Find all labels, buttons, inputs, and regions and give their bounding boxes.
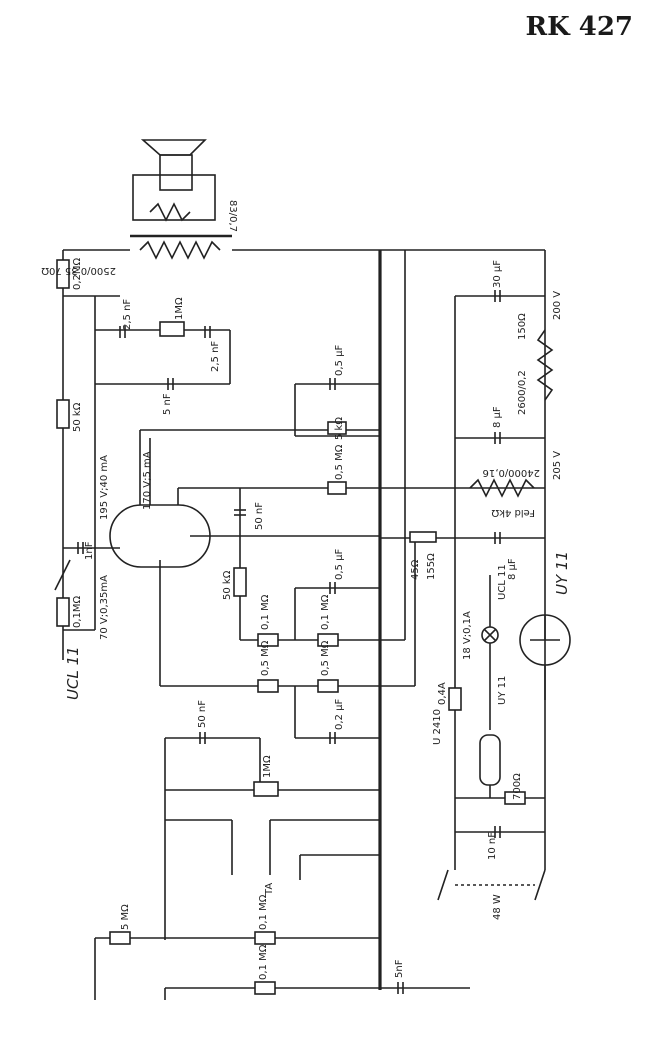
label-r-01M-d: 0,1 MΩ (258, 944, 269, 980)
pot-1M-low (253, 781, 279, 797)
resistor-02M (56, 259, 70, 289)
label-c-25a: 2,5 nF (122, 299, 133, 330)
label-r-5k: 5 kΩ (334, 417, 345, 440)
resistor-01M-b (317, 633, 339, 647)
label-c-5n: 5 nF (162, 393, 173, 415)
resistor-01M-switch (56, 597, 70, 627)
label-v70: 70 V;0,35mA (99, 575, 110, 640)
resistor-01M-c (254, 931, 276, 945)
label-r-50k-b: 50 kΩ (222, 570, 233, 600)
label-uy11-small: UY 11 (497, 676, 508, 705)
label-r-01M-switch: 0,1MΩ (72, 595, 83, 628)
label-v205: 205 V (552, 451, 563, 480)
label-tube-main: UCL 11 (64, 646, 82, 700)
label-pot-1M-low: 1MΩ (262, 755, 273, 778)
resistor-45-155 (409, 531, 437, 543)
transformer-coil (139, 240, 221, 260)
label-r-05M-b: 0,5 MΩ (260, 640, 271, 676)
label-fuse: 0,4A (437, 682, 448, 705)
label-r-01M-c: 0,1 MΩ (258, 894, 269, 930)
resistor-0-4A (448, 687, 462, 711)
label-r-05M-a: 0,5 MΩ (334, 444, 345, 480)
label-lamp: 18 V;0,1A (462, 611, 473, 660)
loudspeaker-icon (140, 139, 207, 156)
label-v200: 200 V (552, 291, 563, 320)
label-c-30: 30 μF (492, 260, 503, 288)
label-spk-small: 83/0,7 (227, 200, 238, 232)
label-c-02: 0,2 μF (334, 699, 345, 730)
label-field2: Feld 4kΩ (491, 507, 535, 518)
resistor-5k (327, 421, 347, 435)
label-v170: 170 V;5 mA (142, 451, 153, 510)
resistor-50k (56, 399, 70, 429)
label-pot-1M-top: 1MΩ (174, 297, 185, 320)
choke-coil (536, 329, 554, 401)
label-r-45: 45Ω (410, 559, 421, 580)
label-field: 24000/0,16 (483, 467, 540, 478)
label-c-8b: 8 μF (507, 558, 518, 580)
pot-1M-top (159, 321, 185, 337)
label-c-05-top: 0,5 μF (334, 345, 345, 376)
label-c-1n: 1nF (84, 541, 95, 560)
label-r-155: 155Ω (426, 553, 437, 580)
label-tube-rect: UY 11 (553, 551, 571, 595)
label-r-01M-b: 0,1 MΩ (320, 594, 331, 630)
resistor-01M-d (254, 981, 276, 995)
u2410-barretter (479, 734, 501, 786)
label-c-5nF: 5nF (394, 959, 405, 978)
label-r-150: 150Ω (517, 313, 528, 340)
label-r-02M: 0,2MΩ (72, 257, 83, 290)
power-switch-left (437, 869, 449, 901)
label-c-25b: 2,5 nF (210, 341, 221, 372)
label-c-05-mid: 0,5 μF (334, 549, 345, 580)
resistor-50k-b (233, 567, 247, 597)
label-r-05M-c: 0,5 MΩ (320, 640, 331, 676)
label-u2410: U 2410 (432, 709, 443, 745)
resistor-05M-c (317, 679, 339, 693)
resistor-01M-a (257, 633, 279, 647)
label-c-10n: 10 nF (487, 832, 498, 860)
label-choke: 2600/0,2 (517, 370, 528, 415)
label-r-5M: 5 MΩ (120, 904, 131, 930)
resistor-5M (109, 931, 131, 945)
label-r-700: 700Ω (512, 773, 523, 800)
resistor-700 (504, 791, 526, 805)
page-title: RK 427 (525, 12, 633, 42)
speaker-resistor (149, 202, 191, 222)
label-v195: 195 V;40 mA (99, 455, 110, 520)
label-spk-xfmr: 2500/0,35 70Ω (41, 265, 116, 276)
label-c-50n: 50 nF (254, 502, 265, 530)
field-coil (469, 478, 535, 498)
capacitor-symbols (77, 290, 501, 994)
resistor-05M-a (327, 481, 347, 495)
label-r-01M-a: 0,1 MΩ (260, 594, 271, 630)
resistor-05M-b (257, 679, 279, 693)
label-ta: TA (264, 883, 275, 896)
power-switch-right (534, 869, 546, 901)
label-c-8a: 8 μF (492, 406, 503, 428)
label-c-50nF-low: 50 nF (197, 700, 208, 728)
label-r-50k: 50 kΩ (72, 402, 83, 432)
label-power: 48 W (492, 894, 503, 920)
label-ucl11-small: UCL 11 (497, 564, 508, 600)
